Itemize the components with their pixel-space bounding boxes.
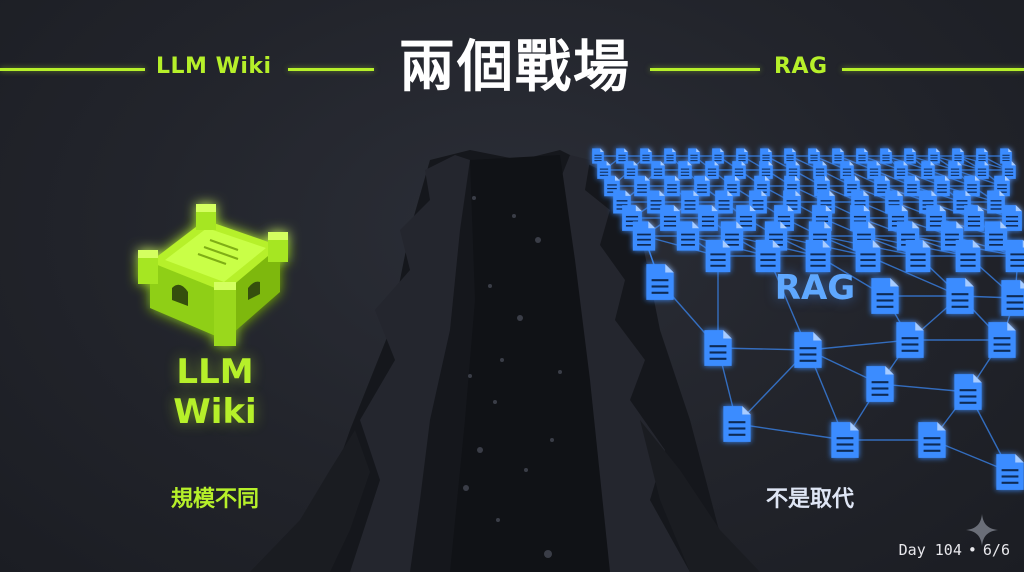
document-icon	[905, 239, 931, 273]
document-icon	[867, 161, 881, 179]
document-icon	[646, 264, 674, 300]
sparkle-icon	[966, 514, 998, 546]
document-icon	[855, 239, 881, 273]
document-icon	[1002, 161, 1016, 179]
document-icon	[918, 422, 946, 458]
footer-separator: •	[967, 541, 977, 559]
footer-page: 6/6	[982, 541, 1010, 559]
document-icon	[871, 278, 899, 314]
document-icon	[955, 239, 981, 273]
document-icon	[856, 148, 868, 164]
header-line-right	[842, 68, 1024, 71]
document-icon	[664, 148, 676, 164]
header-line-left	[0, 68, 145, 71]
document-icon	[984, 221, 1008, 251]
header-tag-rag: RAG	[774, 54, 828, 79]
document-icon	[720, 221, 744, 251]
document-icon	[592, 148, 604, 164]
document-icon	[1005, 239, 1024, 273]
right-caption: 不是取代	[765, 487, 854, 512]
document-icon	[651, 161, 665, 179]
document-icon	[808, 148, 820, 164]
document-icon	[840, 161, 854, 179]
document-icon	[996, 454, 1024, 490]
rag-label: RAG	[774, 268, 856, 308]
document-icon	[616, 148, 628, 164]
document-icon	[723, 406, 751, 442]
document-icon	[664, 175, 680, 197]
document-icon	[964, 205, 984, 231]
document-icon	[736, 205, 756, 231]
document-icon	[597, 161, 611, 179]
document-icon	[749, 190, 767, 214]
document-icon	[805, 239, 831, 273]
document-icon	[988, 322, 1016, 358]
document-icon	[681, 190, 699, 214]
document-icon	[921, 161, 935, 179]
document-icon	[715, 190, 733, 214]
document-icon	[1000, 148, 1012, 164]
document-icon	[688, 148, 700, 164]
document-icon	[759, 161, 773, 179]
document-icon	[896, 322, 924, 358]
document-icon	[813, 161, 827, 179]
document-icon	[934, 175, 950, 197]
document-icon	[831, 422, 859, 458]
document-icon	[705, 161, 719, 179]
llm-wiki-label: LLM Wiki	[173, 352, 257, 432]
document-icon	[975, 161, 989, 179]
header-tag-llm-wiki: LLM Wiki	[156, 54, 272, 79]
document-icon	[676, 221, 700, 251]
document-icon	[732, 161, 746, 179]
document-icon	[952, 148, 964, 164]
document-icon	[755, 239, 781, 273]
document-icon	[894, 161, 908, 179]
document-icon	[678, 161, 692, 179]
document-icon	[964, 175, 980, 197]
header-line-left-inner	[288, 68, 374, 71]
document-icon	[946, 278, 974, 314]
document-icon	[948, 161, 962, 179]
page-title: 兩個戰場	[399, 35, 631, 100]
document-icon	[866, 366, 894, 402]
document-icon	[1001, 280, 1024, 316]
document-icon	[736, 148, 748, 164]
header-line-right-inner	[650, 68, 760, 71]
document-icon	[904, 175, 920, 197]
document-icon	[624, 161, 638, 179]
document-icon	[1002, 205, 1022, 231]
document-icon	[832, 148, 844, 164]
document-icon	[694, 175, 710, 197]
document-icon	[794, 332, 822, 368]
document-icon	[987, 190, 1005, 214]
document-icon	[880, 148, 892, 164]
document-icon	[784, 148, 796, 164]
document-icon	[698, 205, 718, 231]
document-icon	[760, 148, 772, 164]
footer-day: Day 104	[898, 541, 962, 559]
footer-page-indicator: Day 104 • 6/6	[870, 541, 1010, 559]
document-icon	[724, 175, 740, 197]
left-caption: 規模不同	[170, 487, 259, 512]
document-icon	[704, 330, 732, 366]
document-icon	[660, 205, 680, 231]
document-icon	[928, 148, 940, 164]
document-icon	[705, 239, 731, 273]
document-icon	[976, 148, 988, 164]
document-icon	[640, 148, 652, 164]
document-icon	[634, 175, 650, 197]
document-icon	[954, 374, 982, 410]
document-icon	[712, 148, 724, 164]
document-icon	[904, 148, 916, 164]
document-icon	[786, 161, 800, 179]
document-icon	[632, 221, 656, 251]
